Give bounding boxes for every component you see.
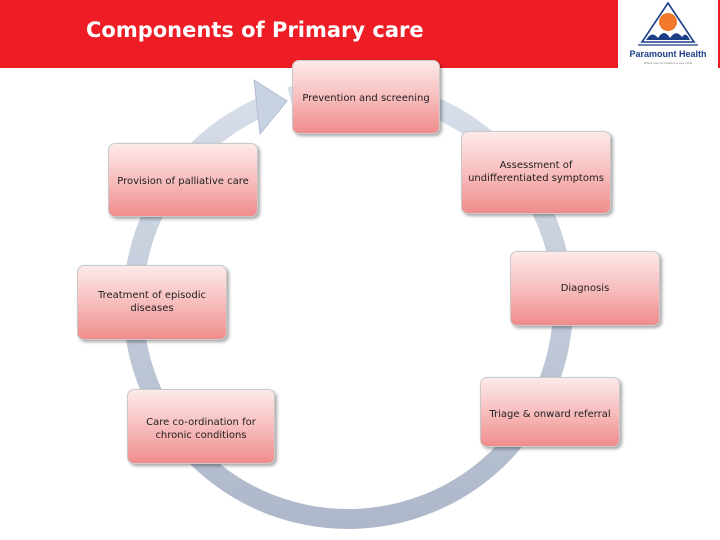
node-label: Care co-ordination for chronic condition… <box>146 417 256 441</box>
title-bar: Components of Primary care Paramount Hea… <box>0 0 720 68</box>
node-assessment-symptoms: Assessment of undifferentiated symptoms <box>461 131 611 214</box>
sun-icon <box>659 13 677 31</box>
cycle-arrowhead-icon <box>253 79 288 136</box>
slide-title: Components of Primary care <box>86 18 424 42</box>
node-label: Provision of palliative care <box>117 176 249 187</box>
paramount-health-logo: Paramount Health Where care for health i… <box>618 0 718 68</box>
logo-tagline: Where care for health is a way of life <box>643 61 693 65</box>
node-label: Prevention and screening <box>302 93 430 104</box>
node-triage-referral: Triage & onward referral <box>480 377 620 447</box>
node-label: Diagnosis <box>560 283 610 294</box>
node-label: Treatment of episodic diseases <box>97 290 207 314</box>
node-diagnosis: Diagnosis <box>510 251 660 326</box>
node-palliative-care: Provision of palliative care <box>108 143 258 217</box>
node-label: Assessment of undifferentiated symptoms <box>468 160 604 184</box>
node-treatment-episodic: Treatment of episodic diseases <box>77 265 227 340</box>
node-label: Triage & onward referral <box>489 409 611 420</box>
node-prevention-screening: Prevention and screening <box>292 60 440 134</box>
logo-wordmark: Paramount Health <box>629 49 707 59</box>
node-care-coordination: Care co-ordination for chronic condition… <box>127 389 275 464</box>
people-icon <box>646 33 690 40</box>
logo-graphic <box>638 1 698 46</box>
